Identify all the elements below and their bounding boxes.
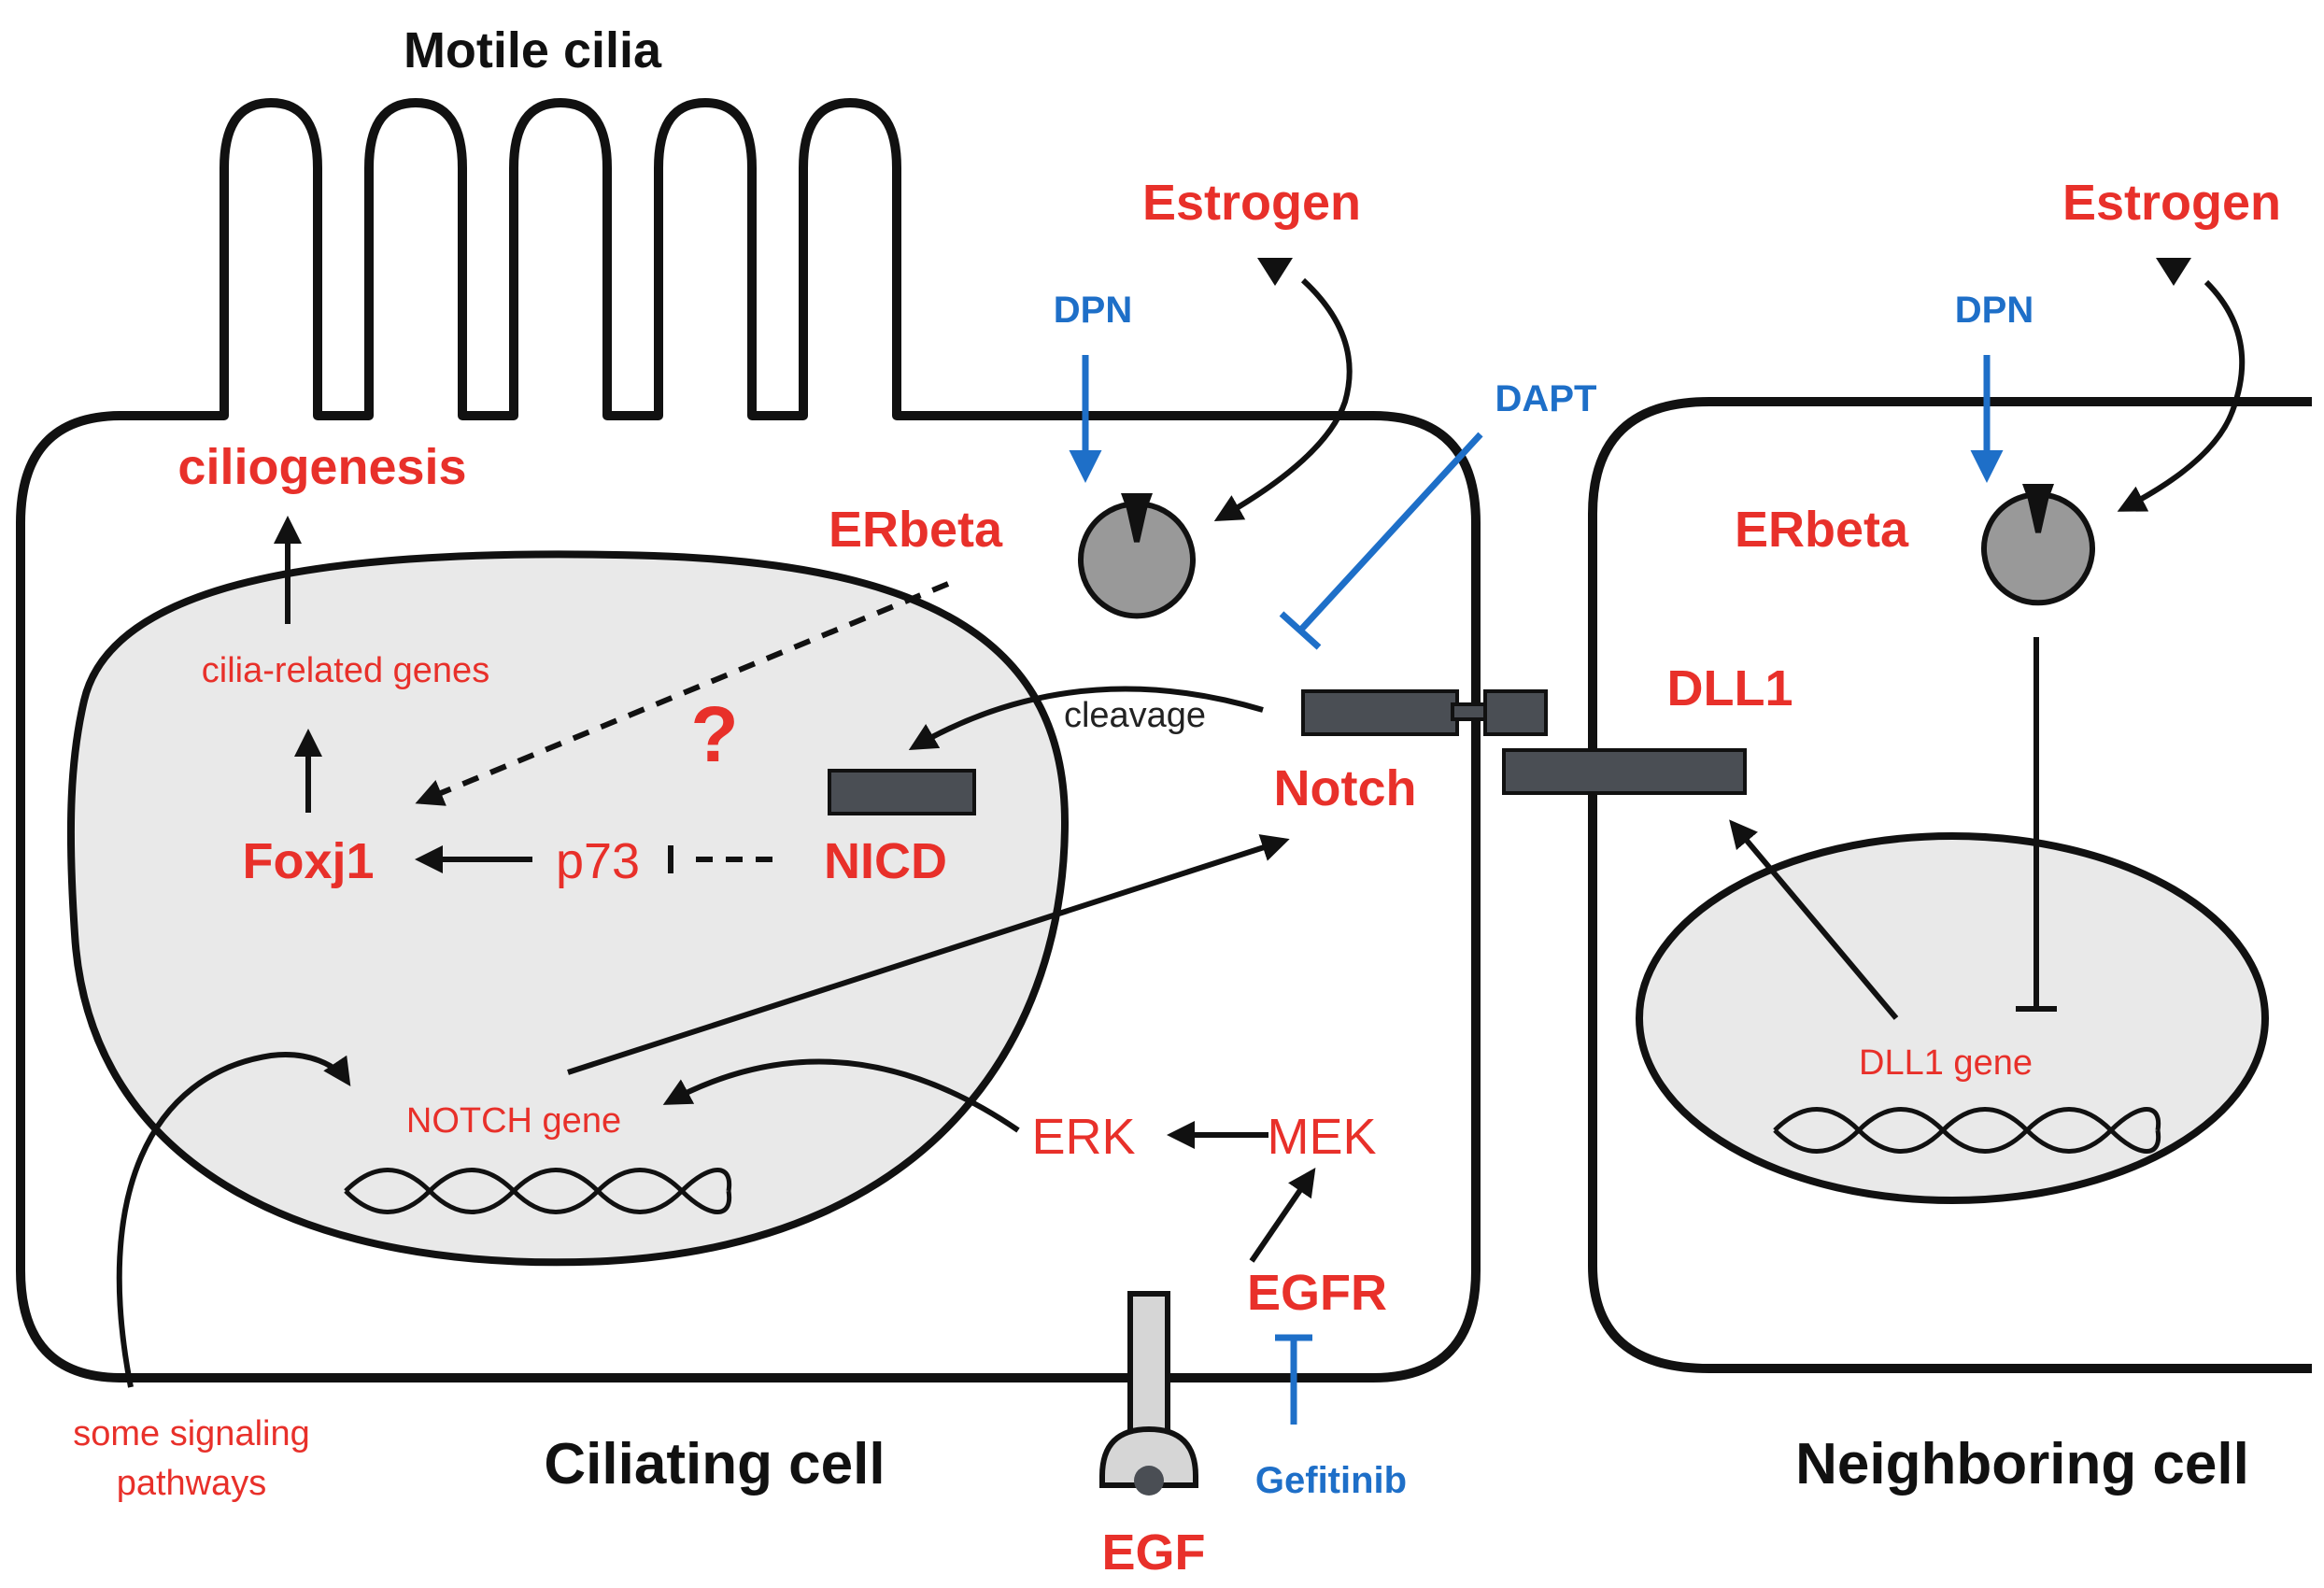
motile-cilia-label: Motile cilia (404, 22, 662, 78)
question-mark: ? (690, 690, 738, 778)
dll1-ligand-icon (1502, 748, 1747, 795)
neighboring-nucleus (1636, 832, 2269, 1204)
ciliogenesis-label: ciliogenesis (177, 439, 466, 495)
some-signaling-label-line1: some signaling (73, 1414, 309, 1453)
nicd-domain-icon (828, 769, 976, 815)
neighbor-estrogen-ligand-icon (2156, 258, 2191, 286)
egfr-label: EGFR (1247, 1265, 1387, 1321)
dll1-label: DLL1 (1667, 660, 1793, 716)
notch-gene-label: NOTCH gene (406, 1101, 621, 1141)
egfr-receptor-icon (1099, 1291, 1198, 1496)
ciliating-cell-label: Ciliating cell (544, 1432, 885, 1496)
neighbor-erbeta-label: ERbeta (1735, 502, 1909, 558)
erk-label: ERK (1031, 1109, 1135, 1165)
neighbor-dpn-label: DPN (1955, 290, 2034, 331)
erbeta-receptor-icon (1078, 493, 1196, 619)
dpn-label: DPN (1054, 290, 1132, 331)
neighboring-cell-label: Neighboring cell (1795, 1432, 2249, 1496)
foxj1-label: Foxj1 (242, 833, 374, 889)
estrogen-ligand-icon (1257, 258, 1293, 286)
ciliating-cell-membrane (16, 98, 1481, 1382)
neighbor-estrogen-label: Estrogen (2062, 175, 2281, 231)
erbeta-label: ERbeta (829, 502, 1003, 558)
nicd-label: NICD (824, 833, 947, 889)
mek-label: MEK (1267, 1109, 1376, 1165)
neighbor-erbeta-receptor-icon (1981, 484, 2095, 606)
neighboring-dna-icon (1773, 1107, 2161, 1154)
egf-label: EGF (1101, 1524, 1205, 1581)
dapt-label: DAPT (1495, 378, 1597, 419)
estrogen-label: Estrogen (1142, 175, 1361, 231)
some-signaling-label-line2: pathways (117, 1464, 267, 1503)
notch-label: Notch (1274, 760, 1417, 816)
notch-receptor-icon (1301, 689, 1548, 736)
cilia-related-genes-label: cilia-related genes (202, 651, 489, 690)
cleavage-label: cleavage (1064, 696, 1206, 735)
dll1-gene-label: DLL1 gene (1859, 1043, 2033, 1083)
ciliating-dna-icon (344, 1168, 732, 1214)
neighboring-cell-membrane (1588, 397, 2312, 1373)
p73-label: p73 (556, 833, 640, 889)
gefitinib-label: Gefitinib (1255, 1460, 1407, 1501)
